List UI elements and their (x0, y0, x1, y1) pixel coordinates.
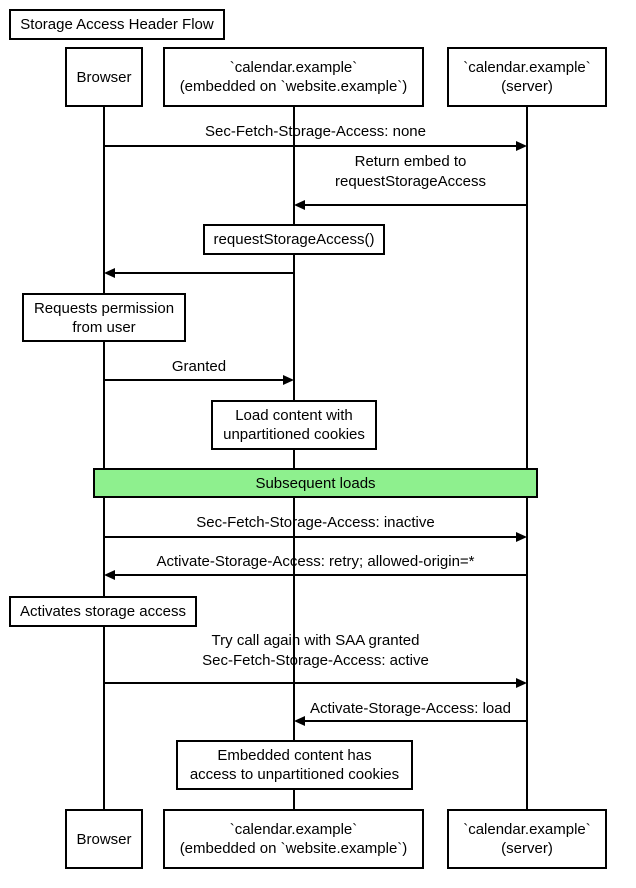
note-activates-storage-access: Activates storage access (9, 596, 197, 627)
participant-browser-top: Browser (65, 47, 143, 107)
subsequent-loads-divider: Subsequent loads (93, 468, 538, 498)
participant-embed-bottom: `calendar.example` (embedded on `website… (163, 809, 424, 869)
message-label-m2: Return embed to requestStorageAccess (335, 153, 486, 190)
note-requests-permission: Requests permission from user (22, 293, 186, 342)
embed-lifeline (293, 106, 295, 810)
arrowhead-m3 (283, 375, 294, 385)
arrowhead-m4 (516, 532, 527, 542)
note-embedded-access: Embedded content has access to unpartiti… (176, 740, 413, 790)
message-label-m5: Activate-Storage-Access: retry; allowed-… (156, 553, 475, 570)
diagram-title: Storage Access Header Flow (9, 9, 225, 40)
server-lifeline (526, 106, 528, 810)
arrowhead-request-to-browser (104, 268, 115, 278)
note-load-content: Load content with unpartitioned cookies (211, 400, 377, 450)
arrowhead-m5 (104, 570, 115, 580)
note-request-storage-access: requestStorageAccess() (203, 224, 385, 255)
message-label-m3: Granted (171, 358, 227, 375)
arrowhead-m6 (516, 678, 527, 688)
arrowhead-m7 (294, 716, 305, 726)
arrowhead-m2 (294, 200, 305, 210)
participant-embed-top: `calendar.example` (embedded on `website… (163, 47, 424, 107)
message-label-m1: Sec-Fetch-Storage-Access: none (205, 123, 426, 140)
message-label-m6: Try call again with SAA granted Sec-Fetc… (202, 632, 429, 669)
browser-lifeline (103, 106, 105, 810)
participant-server-bottom: `calendar.example` (server) (447, 809, 607, 869)
message-label-m4: Sec-Fetch-Storage-Access: inactive (196, 514, 435, 531)
participant-browser-bottom: Browser (65, 809, 143, 869)
message-label-m7: Activate-Storage-Access: load (310, 700, 511, 717)
participant-server-top: `calendar.example` (server) (447, 47, 607, 107)
arrowhead-m1 (516, 141, 527, 151)
